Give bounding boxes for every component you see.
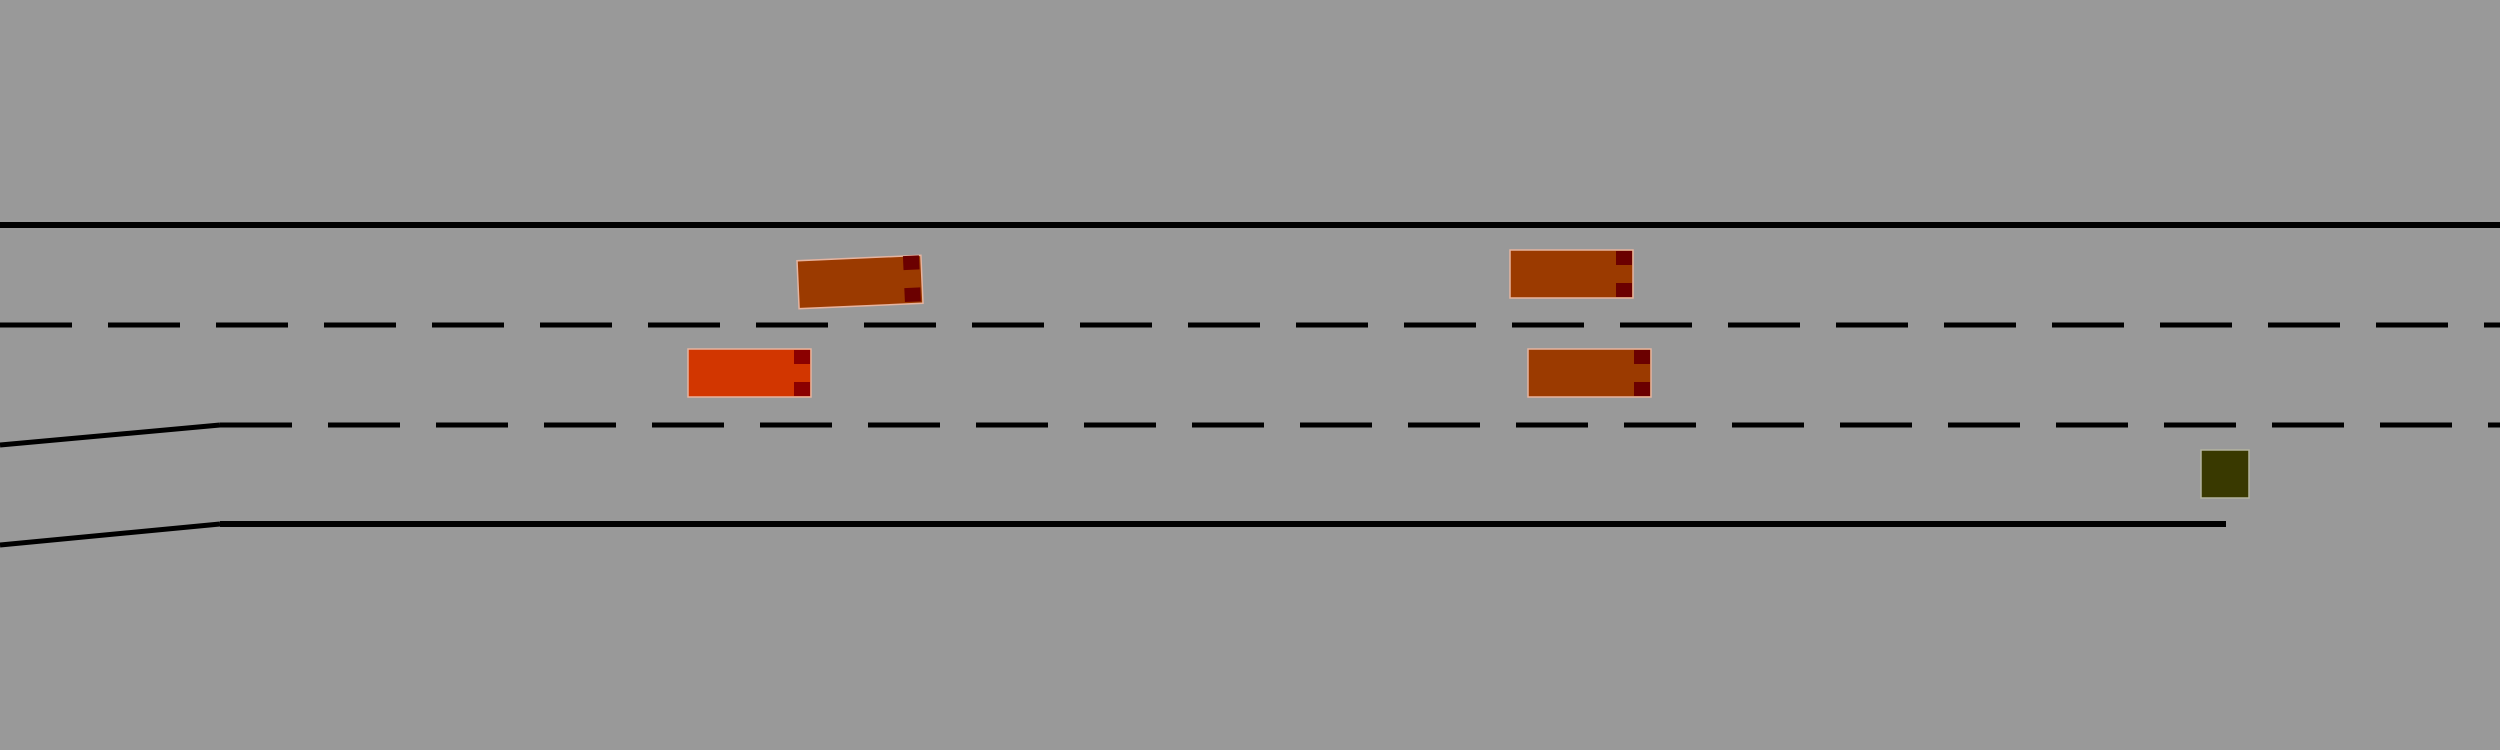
vehicle-ego [687,348,812,398]
ramp-outer-edge [0,521,221,548]
ramp-merge-line [0,422,221,448]
lane-end-obstacle [2200,449,2250,499]
vehicle-other [1509,249,1634,299]
vehicle-other [1527,348,1652,398]
vehicle-other [796,254,924,310]
